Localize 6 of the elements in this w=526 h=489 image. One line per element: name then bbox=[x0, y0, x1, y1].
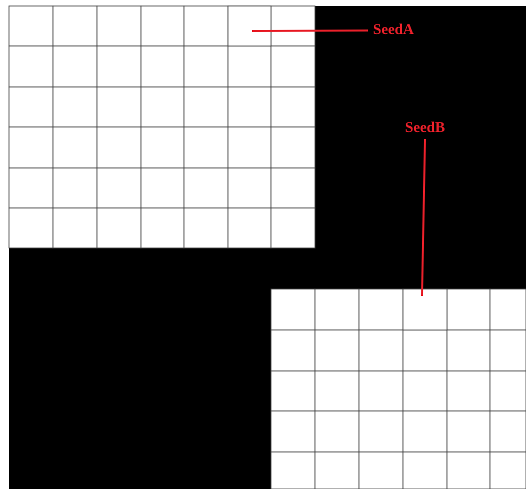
grid-cell bbox=[228, 6, 272, 46]
leader-line bbox=[421, 138, 426, 296]
leader-line bbox=[252, 30, 368, 32]
seed-label: SeedA bbox=[373, 22, 414, 38]
seed-label: SeedB bbox=[405, 120, 446, 136]
grid-cell bbox=[402, 288, 448, 330]
